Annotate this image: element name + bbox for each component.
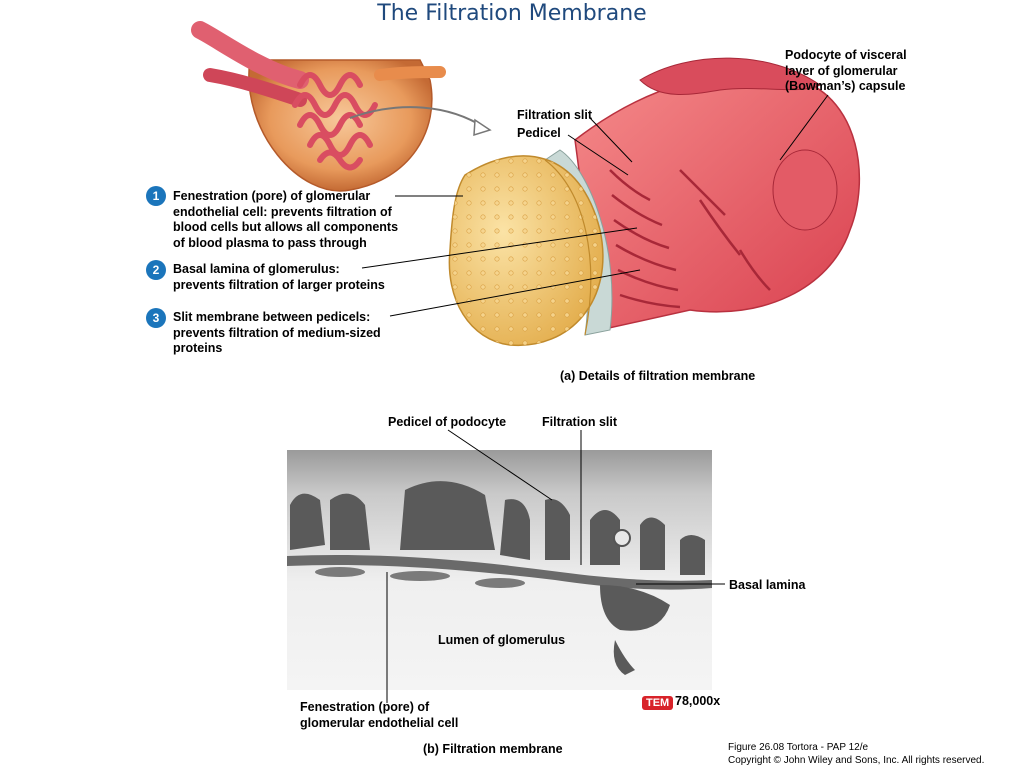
leader-lines-a [361, 94, 829, 317]
podocyte-label: Podocyte of visceral layer of glomerular… [785, 48, 907, 93]
figure-credit: Figure 26.08 Tortora - PAP 12/e Copyrigh… [728, 742, 985, 766]
magnification-label: 78,000x [675, 694, 721, 708]
item-1-text: Fenestration (pore) of glomerular endoth… [173, 189, 399, 250]
caption-b: (b) Filtration membrane [423, 742, 563, 756]
filtration-slit-label-a: Filtration slit [517, 108, 592, 122]
filtration-membrane-illustration [448, 57, 861, 347]
tem-badge: TEM [642, 696, 674, 710]
caption-a: (a) Details of filtration membrane [560, 369, 756, 383]
item-2-badge: 2 [146, 260, 166, 280]
glomerulus-thumbnail [191, 21, 492, 192]
item-1-badge: 1 [146, 186, 166, 206]
tem-micrograph [287, 450, 712, 690]
item-2-text: Basal lamina of glomerulus: prevents fil… [173, 262, 385, 292]
page-title: The Filtration Membrane [377, 1, 647, 26]
item-3-text: Slit membrane between pedicels: prevents… [173, 310, 381, 355]
fenestration-label: Fenestration (pore) of glomerular endoth… [300, 700, 459, 730]
basal-lamina-label: Basal lamina [729, 578, 806, 592]
lumen-label: Lumen of glomerulus [438, 633, 566, 647]
item-3-badge: 3 [146, 308, 166, 328]
pedicel-of-podocyte-label: Pedicel of podocyte [388, 415, 507, 429]
pedicel-label: Pedicel [517, 126, 561, 140]
leader-lines-b [386, 429, 725, 703]
filtration-slit-label-b: Filtration slit [542, 415, 617, 429]
